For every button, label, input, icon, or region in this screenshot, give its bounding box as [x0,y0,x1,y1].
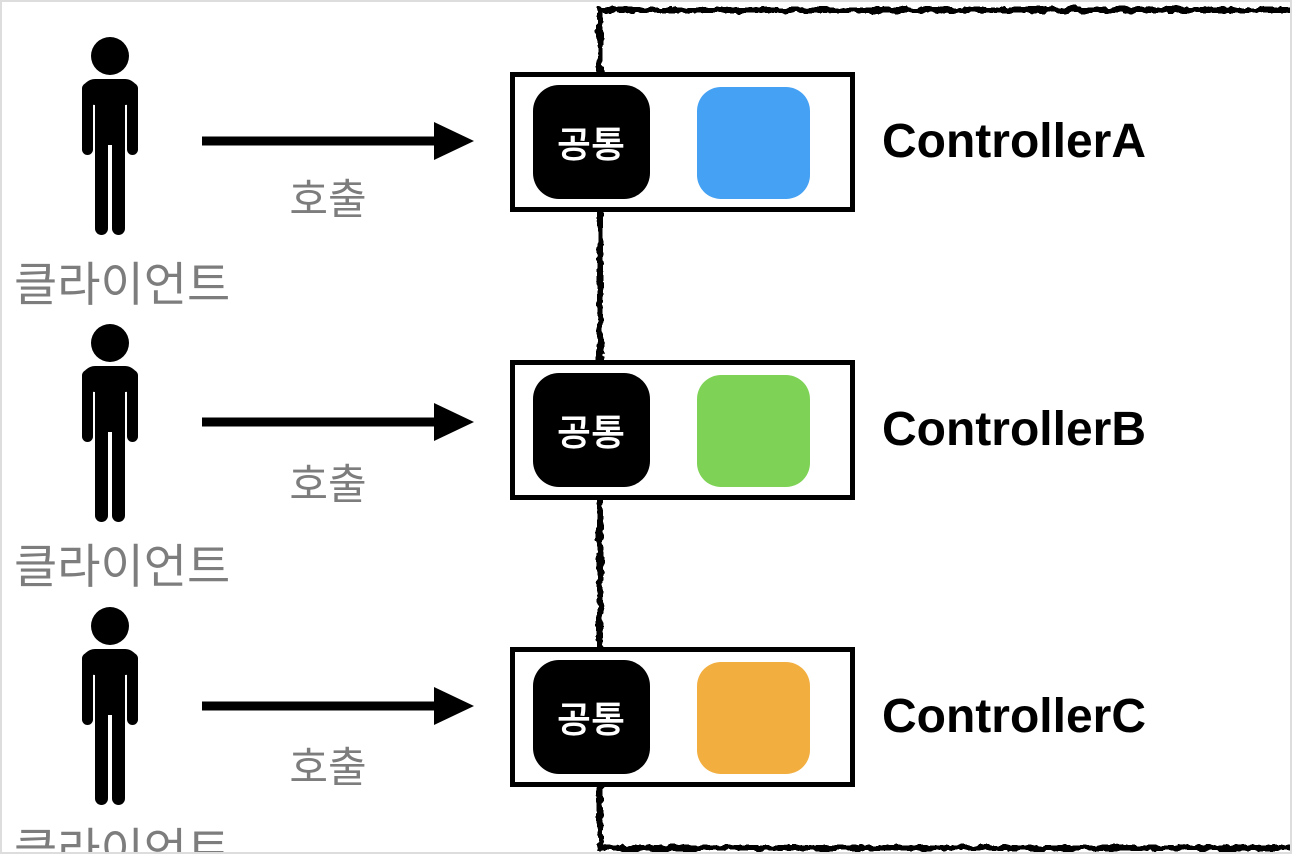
call-label: 호출 [289,461,367,508]
client-label: 클라이언트 [14,540,231,593]
common-module-box: 공통 [533,85,650,199]
controller-name: ControllerC [882,690,1146,743]
controller-box: 공통 [510,360,855,500]
person-icon [82,607,138,805]
controller-box: 공통 [510,72,855,212]
call-label: 호출 [289,744,367,791]
person-icon [82,37,138,235]
call-arrow [202,403,474,441]
call-label: 호출 [289,176,367,223]
common-module-box: 공통 [533,373,650,487]
client-label: 클라이언트 [14,258,231,311]
client-label: 클라이언트 [14,824,231,854]
controller-specific-module-box [697,87,810,199]
controller-box: 공통 [510,647,855,787]
call-arrow [202,122,474,160]
person-icon [82,324,138,522]
controller-name: ControllerA [882,115,1146,168]
controller-specific-module-box [697,662,810,774]
call-arrow [202,687,474,725]
common-module-box: 공통 [533,660,650,774]
controller-specific-module-box [697,375,810,487]
controller-name: ControllerB [882,403,1146,456]
